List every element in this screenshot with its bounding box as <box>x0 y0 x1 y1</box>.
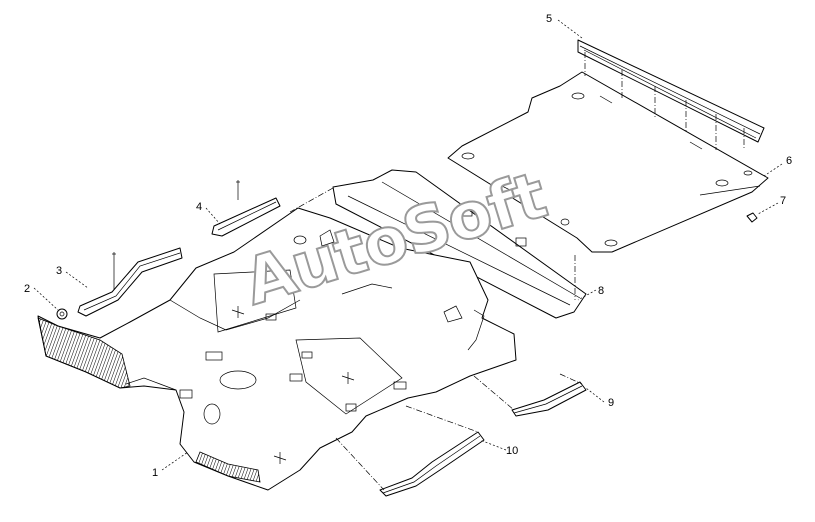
rear-floor-panel <box>447 71 769 253</box>
leader-lines <box>33 19 783 471</box>
callout-2: 2 <box>24 283 30 295</box>
clip <box>746 212 758 223</box>
grommet <box>56 308 68 320</box>
front-floor-panel <box>37 207 517 491</box>
callout-6: 6 <box>786 155 792 167</box>
callout-5: 5 <box>546 13 552 25</box>
seat-bracket-front <box>211 180 281 237</box>
middle-cross-panel <box>289 169 587 319</box>
rear-cross-member <box>577 39 765 150</box>
callout-4: 4 <box>196 201 202 213</box>
callout-10: 10 <box>506 445 518 457</box>
callout-9: 9 <box>608 397 614 409</box>
rear-floor-rail <box>473 373 587 417</box>
side-sill-bracket <box>77 247 183 317</box>
callout-8: 8 <box>598 285 604 297</box>
callout-labels: 1 2 3 4 5 6 7 8 9 10 <box>24 13 792 479</box>
callout-7: 7 <box>780 195 786 207</box>
callout-3: 3 <box>56 265 62 277</box>
front-floor-rail <box>335 405 485 497</box>
callout-1: 1 <box>152 467 158 479</box>
